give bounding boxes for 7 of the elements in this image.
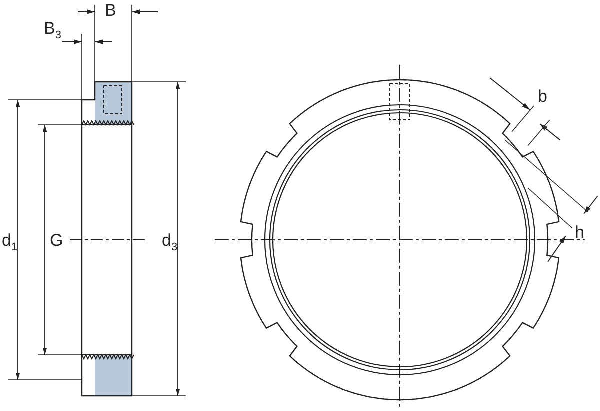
dimension-label: B$_{3}$	[44, 20, 62, 44]
dimension-label: B	[105, 2, 116, 20]
dimension-label: d$_{1}$	[2, 232, 18, 256]
dimension-label: h	[575, 224, 584, 242]
dimension-label: d$_{3}$	[162, 232, 178, 256]
dimension-label: b	[538, 88, 548, 106]
dimension-label: G	[50, 232, 64, 250]
